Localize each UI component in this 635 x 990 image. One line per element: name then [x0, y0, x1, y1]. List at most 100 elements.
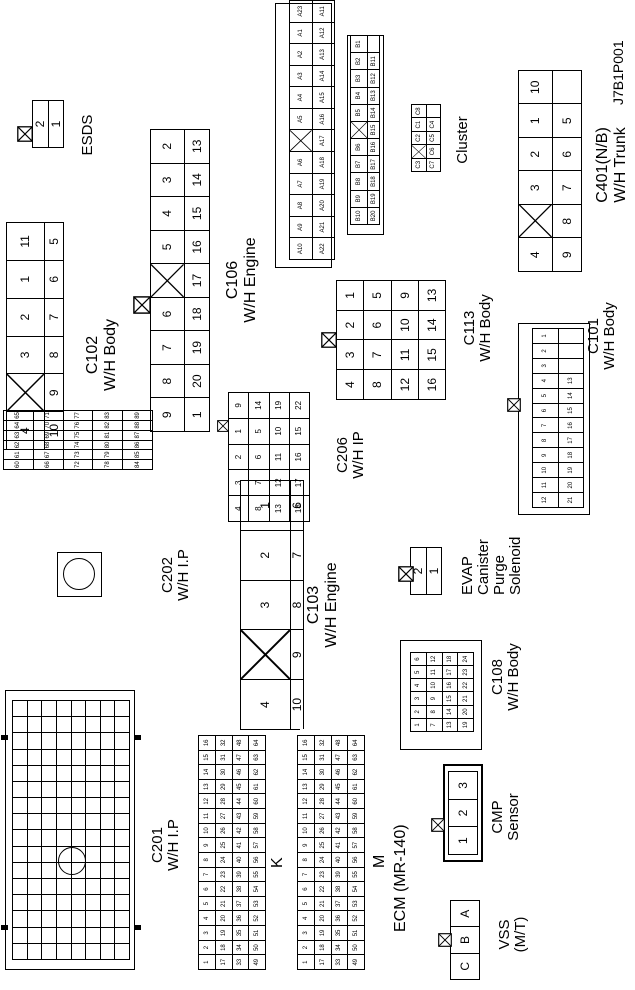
- pin-cell: 15: [418, 339, 446, 370]
- pin-cell: 48: [331, 735, 349, 750]
- pin-cell: [86, 845, 101, 862]
- pin-cell: 26: [215, 822, 233, 838]
- pin-cell: 6: [533, 402, 559, 418]
- pin-cell: 60: [249, 793, 266, 809]
- pin-cell: B3: [351, 69, 369, 87]
- pin-cell: 84: [123, 459, 153, 469]
- pin-cell: 24: [314, 852, 332, 867]
- pin-cell: [71, 910, 87, 927]
- pin-cell: [42, 845, 57, 862]
- c201-latch: [134, 735, 141, 740]
- pin-cell: 58: [249, 822, 266, 838]
- pin-cell: [100, 732, 116, 749]
- label-line: C101: [585, 318, 602, 354]
- pin-cell: A21: [312, 215, 335, 238]
- pin-cell: 53: [249, 895, 266, 911]
- pin-cell: 49: [249, 954, 266, 969]
- pin-cell: 17: [184, 263, 210, 297]
- label-line: W/H I.P: [165, 819, 182, 871]
- pin-cell: 10: [391, 309, 419, 340]
- label-line: C103: [305, 585, 322, 625]
- ecm-m-label: M: [371, 855, 388, 868]
- pin-cell: 2: [533, 342, 559, 358]
- pin-cell: [368, 35, 380, 53]
- pin-cell: [115, 910, 130, 927]
- pin-cell: 7: [199, 866, 216, 882]
- pin-cell: [71, 829, 87, 846]
- pin-cell: 1: [533, 328, 559, 343]
- label-line: (M/T): [512, 916, 529, 953]
- pin-cell: A9: [290, 215, 313, 238]
- pin-cell: 19: [215, 925, 233, 940]
- pin-cell: 5: [199, 895, 216, 911]
- pin-cell: 51: [348, 925, 365, 940]
- label-line: W/H IP: [350, 431, 367, 479]
- pin-cell: 64: [249, 735, 266, 750]
- pin-cell: 6: [364, 309, 392, 340]
- pin-cell: 15: [289, 417, 310, 444]
- pin-cell: [115, 700, 130, 717]
- pin-cell: B4: [351, 86, 369, 104]
- pin-cell: 21: [458, 691, 474, 705]
- pin-cell: [56, 764, 72, 781]
- pin-cell: [100, 764, 116, 781]
- pin-cell: 40: [331, 852, 349, 867]
- pin-cell: 36: [232, 910, 250, 926]
- pin-cell: 16: [298, 735, 315, 750]
- pin-cell: [71, 878, 87, 895]
- pin-cell: 50: [348, 939, 365, 955]
- pin-cell: [27, 732, 43, 749]
- pin-cell: [86, 910, 101, 927]
- pin-cell: 81: [93, 429, 124, 440]
- pin-cell: 25: [215, 837, 233, 852]
- pin-cell: 82: [93, 419, 124, 430]
- pin-cell: A22: [312, 237, 335, 259]
- pin-cell: 7: [44, 297, 64, 336]
- pin-cell: 42: [331, 822, 349, 838]
- pin-cell: [115, 861, 130, 879]
- pin-cell: 13: [558, 372, 584, 388]
- pin-cell: A8: [290, 194, 313, 216]
- pin-cell: [27, 797, 43, 814]
- pin-cell: 35: [331, 925, 349, 940]
- pin-cell: [56, 910, 72, 927]
- pin-cell: 3: [449, 771, 478, 799]
- keyed-cavity: [290, 129, 313, 152]
- label-line: C206: [334, 437, 351, 473]
- pin-cell: [86, 700, 101, 717]
- pin-cell: 13: [199, 778, 216, 794]
- pin-cell: [71, 797, 87, 814]
- pin-cell: 9: [290, 629, 304, 680]
- pin-cell: 87: [123, 429, 153, 440]
- pin-cell: 83: [93, 410, 124, 420]
- label-line: C106: [224, 260, 241, 300]
- pin-cell: [115, 926, 130, 943]
- pin-cell: 50: [249, 939, 266, 955]
- pin-cell: [27, 780, 43, 798]
- label-line: Solenoid: [507, 536, 524, 595]
- pin-cell: 5: [249, 417, 270, 444]
- pin-cell: 11: [298, 808, 315, 823]
- lock-tab-icon: [217, 420, 229, 432]
- pin-cell: C1: [412, 117, 427, 131]
- pin-cell: [86, 861, 101, 879]
- pin-cell: 8: [44, 335, 64, 374]
- pin-cell: B16: [368, 138, 380, 156]
- pin-cell: [42, 829, 57, 846]
- pin-cell: 19: [184, 330, 210, 364]
- pin-cell: B10: [351, 206, 369, 224]
- pin-cell: 4: [533, 372, 559, 388]
- c201-bolt-icon: [58, 847, 86, 875]
- pin-cell: 23: [215, 866, 233, 882]
- pin-cell: A11: [312, 0, 335, 22]
- c201-latch: [1, 925, 8, 930]
- lock-tab-icon: [321, 332, 337, 348]
- pin-cell: A3: [290, 64, 313, 87]
- pin-cell: 5: [44, 222, 64, 260]
- pin-cell: 3: [199, 925, 216, 940]
- pin-cell: 18: [558, 447, 584, 463]
